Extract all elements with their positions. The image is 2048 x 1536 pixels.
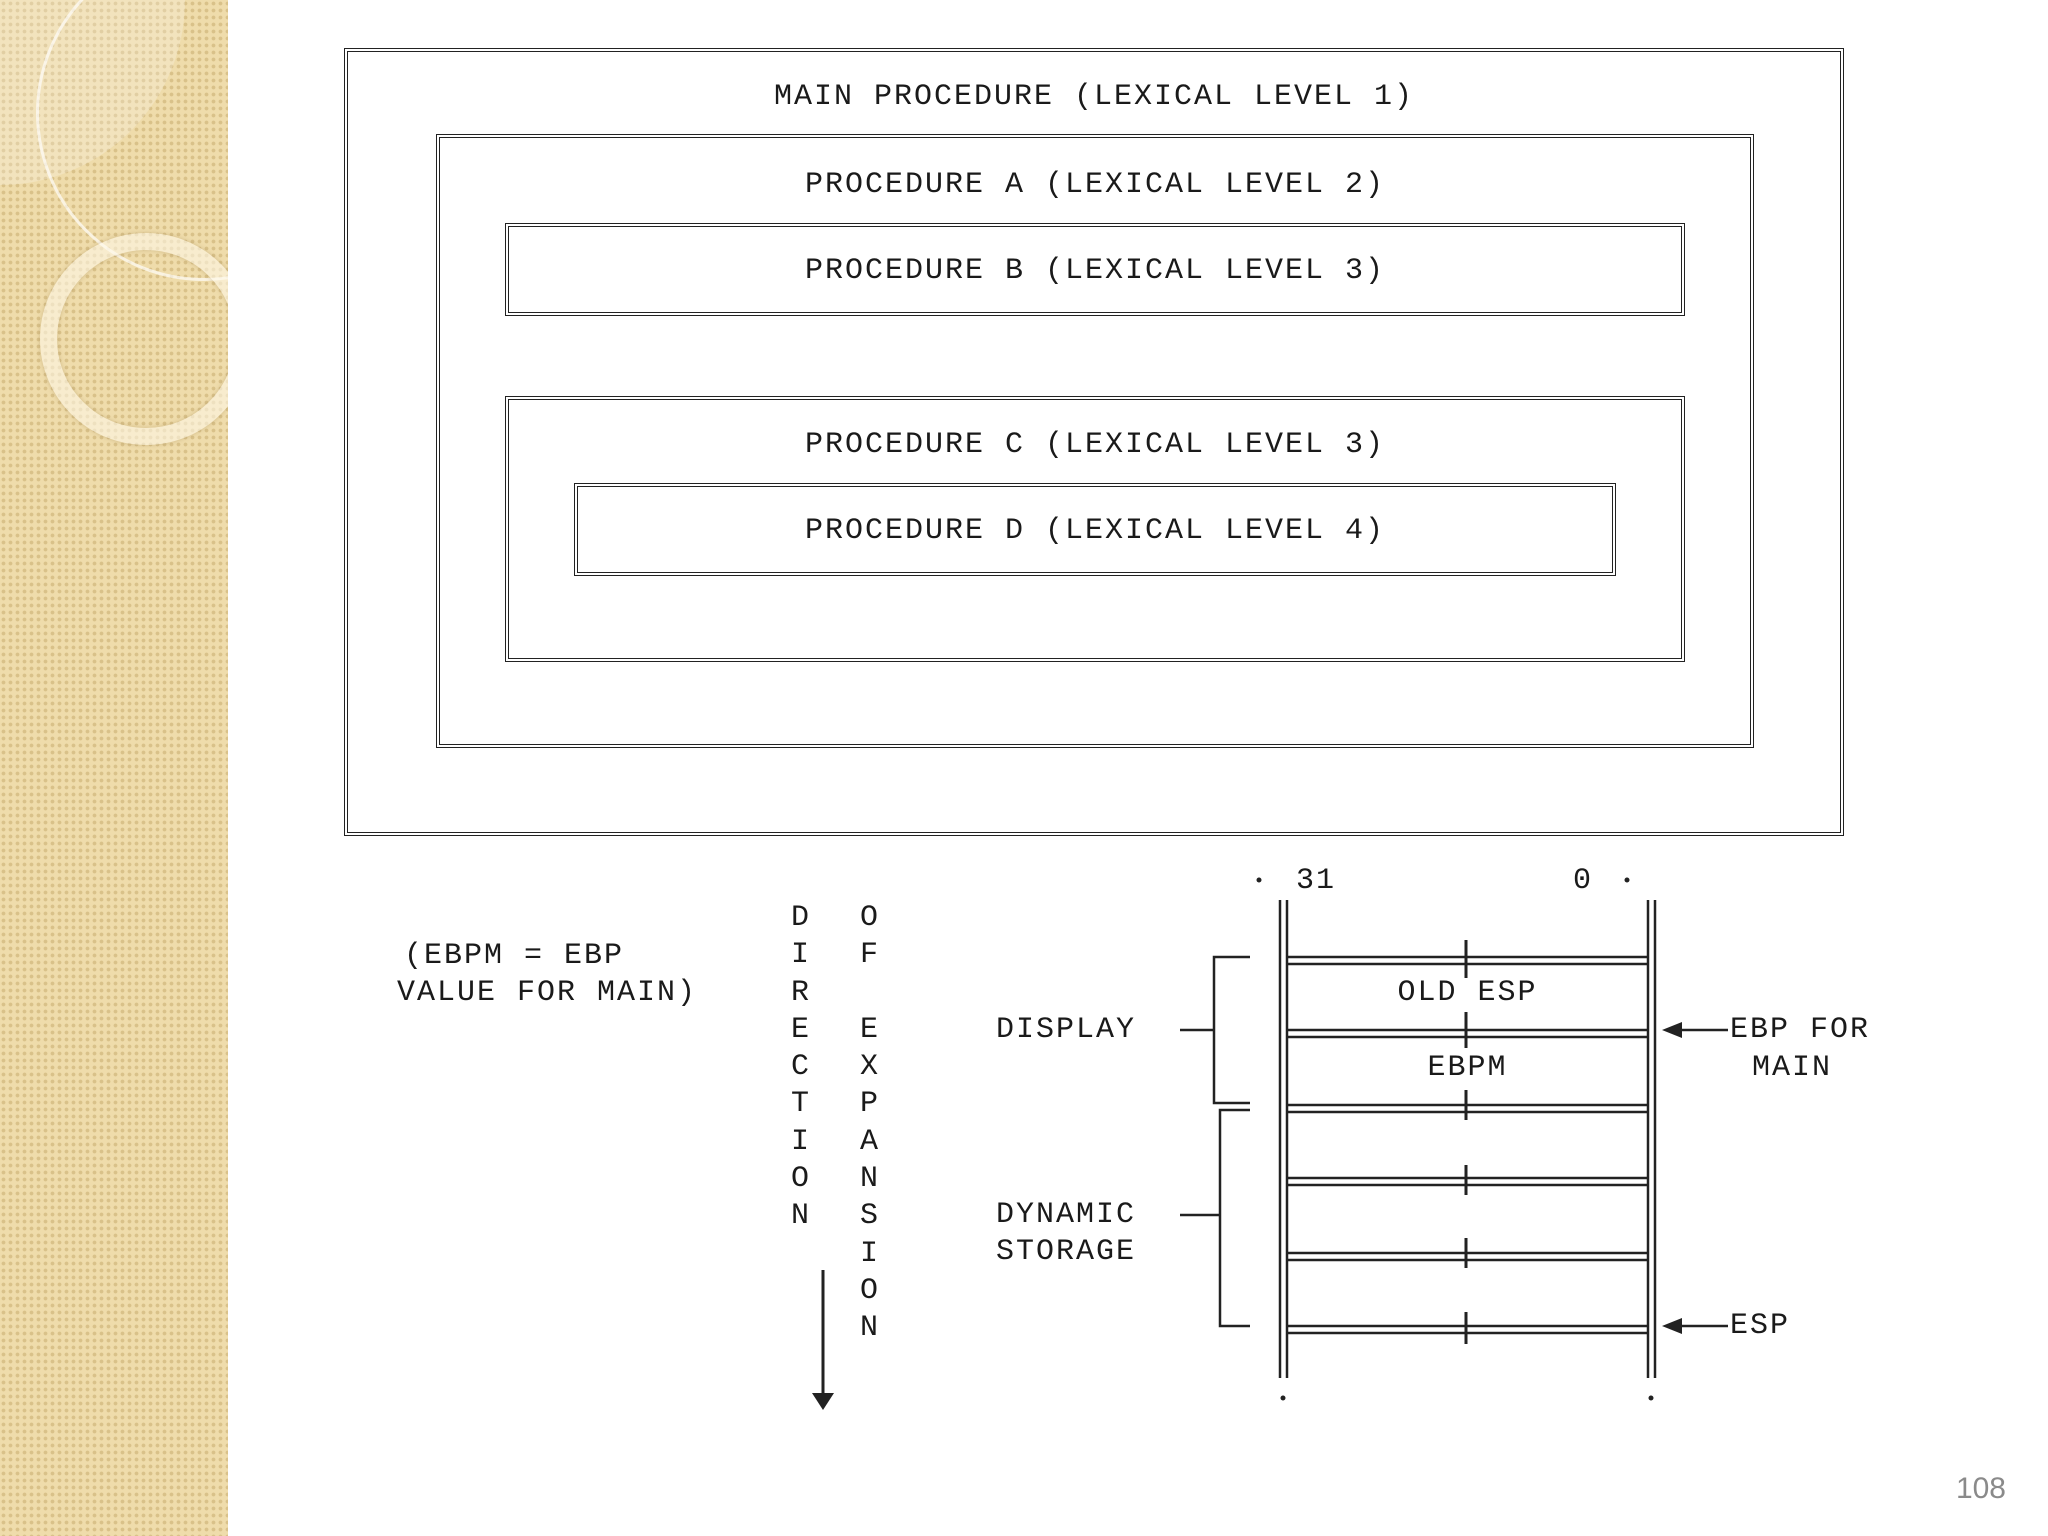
storage-label: STORAGE	[996, 1235, 1137, 1269]
decorative-sidebar	[0, 0, 228, 1536]
ebp-for-label: EBP FOR	[1730, 1013, 1871, 1047]
bit-0-label: 0	[1573, 864, 1594, 898]
stack-cell-ebpm: EBPM	[1427, 1051, 1508, 1085]
expansion-letter: E	[859, 1012, 878, 1047]
direction-letter: I	[790, 1124, 809, 1159]
page-number: 108	[1955, 1472, 2006, 1505]
ebpm-note-line-1: (EBPM = EBP	[404, 939, 625, 973]
esp-label: ESP	[1730, 1309, 1791, 1343]
stack-cell-old-esp: OLD ESP	[1397, 976, 1538, 1010]
stack-bottom-dot	[1648, 1395, 1654, 1401]
direction-letter: E	[790, 1012, 809, 1047]
display-label: DISPLAY	[996, 1013, 1137, 1047]
display-bracket	[1180, 955, 1250, 1105]
stack-top-dot	[1624, 877, 1630, 883]
expansion-letter: N	[859, 1162, 878, 1197]
expansion-letter: O	[859, 901, 878, 935]
expansion-letter: S	[859, 1199, 878, 1234]
procedure-b-title: PROCEDURE B (LEXICAL LEVEL 3)	[804, 254, 1386, 288]
main-procedure-box: MAIN PROCEDURE (LEXICAL LEVEL 1)	[344, 48, 1844, 836]
dynamic-storage-bracket	[1180, 1108, 1250, 1328]
direction-letter: O	[790, 1162, 809, 1197]
expansion-letter: I	[859, 1236, 878, 1271]
bit-31-label: 31	[1296, 864, 1337, 898]
direction-letter: C	[790, 1050, 809, 1085]
main-procedure-title: MAIN PROCEDURE (LEXICAL LEVEL 1)	[773, 80, 1415, 114]
direction-word: D I R E C T I O N	[783, 900, 817, 1236]
expansion-letter: X	[859, 1050, 878, 1085]
of-expansion-word: O F E X P A N S I O N	[852, 900, 886, 1348]
ebp-arrow-head	[1662, 1022, 1682, 1038]
procedure-d-title: PROCEDURE D (LEXICAL LEVEL 4)	[804, 514, 1386, 548]
stack-bottom-dot	[1280, 1395, 1286, 1401]
direction-letter: R	[790, 975, 809, 1010]
procedure-b-box: PROCEDURE B (LEXICAL LEVEL 3)	[505, 223, 1685, 316]
direction-arrow-head	[812, 1393, 834, 1410]
expansion-letter: P	[859, 1087, 878, 1122]
esp-arrow-head	[1662, 1318, 1682, 1334]
procedure-a-title: PROCEDURE A (LEXICAL LEVEL 2)	[804, 168, 1386, 202]
expansion-letter: F	[859, 938, 878, 973]
expansion-letter: A	[859, 1124, 878, 1159]
expansion-letter: N	[859, 1311, 878, 1346]
procedure-d-box: PROCEDURE D (LEXICAL LEVEL 4)	[574, 483, 1616, 576]
direction-letter: T	[790, 1087, 809, 1122]
direction-letter: N	[790, 1199, 809, 1234]
ebpm-note-line-2: VALUE FOR MAIN)	[397, 976, 698, 1010]
procedure-c-title: PROCEDURE C (LEXICAL LEVEL 3)	[804, 428, 1386, 462]
procedure-c-box: PROCEDURE C (LEXICAL LEVEL 3)	[505, 396, 1685, 662]
stack-top-dot	[1256, 877, 1262, 883]
expansion-letter: O	[859, 1273, 878, 1308]
procedure-a-box: PROCEDURE A (LEXICAL LEVEL 2)	[436, 134, 1754, 748]
direction-letter: D	[790, 901, 809, 935]
main-label: MAIN	[1752, 1051, 1833, 1085]
direction-letter: I	[790, 938, 809, 973]
dynamic-label: DYNAMIC	[996, 1198, 1137, 1232]
